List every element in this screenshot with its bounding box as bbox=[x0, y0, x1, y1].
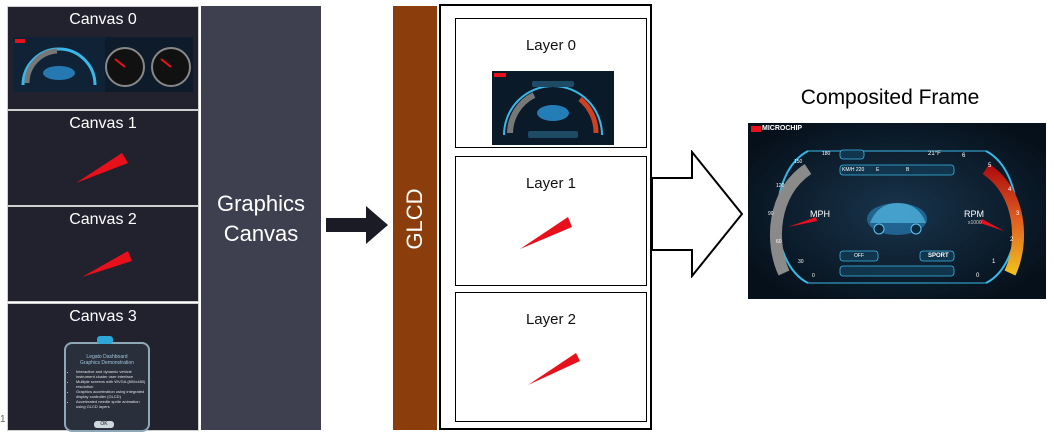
glcd-label: GLCD bbox=[402, 188, 427, 250]
rpm-tick-label: 0 bbox=[976, 273, 980, 279]
canvas-1-needle-sprite bbox=[76, 153, 128, 183]
rpm-label: RPM bbox=[964, 209, 984, 219]
layer-1-needle-sprite bbox=[520, 217, 572, 249]
microchip-brand-text: MICROCHIP bbox=[762, 125, 803, 132]
dialog-bullet: Interactive and dynamic vehicle instrume… bbox=[76, 369, 148, 379]
speed-tick-label: 90 bbox=[768, 211, 774, 217]
layer-stack-container: Layer 0 Layer 1 Layer 2 bbox=[439, 4, 652, 430]
canvas-1-panel: Canvas 1 bbox=[7, 110, 199, 206]
canvas-3-label: Canvas 3 bbox=[69, 308, 137, 325]
dialog-logo-icon bbox=[97, 336, 113, 344]
rpm-tick-label: 4 bbox=[1008, 187, 1012, 193]
speed-tick-label: 180 bbox=[822, 151, 831, 157]
rpm-tick-label: 3 bbox=[1016, 211, 1020, 217]
page-number: 1 bbox=[0, 414, 6, 425]
speed-tick-label: 30 bbox=[798, 259, 804, 265]
canvas-3-panel: Canvas 3 Legato Dashboard Graphics Demon… bbox=[7, 303, 199, 432]
composite-arrow-icon bbox=[651, 150, 744, 278]
gear-b-indicator: B bbox=[906, 167, 910, 173]
dialog-bullet: Multiple screens with WVGA (800x480) res… bbox=[76, 379, 148, 389]
composited-frame-title: Composited Frame bbox=[800, 86, 980, 109]
layer-0-box: Layer 0 bbox=[455, 18, 647, 148]
speed-tick-label: 120 bbox=[776, 183, 785, 189]
canvas-0-label: Canvas 0 bbox=[69, 11, 137, 28]
mph-label: MPH bbox=[810, 209, 830, 219]
layer-0-label: Layer 0 bbox=[525, 37, 577, 54]
canvas-0-panel: Canvas 0 bbox=[7, 6, 199, 110]
graphics-canvas-label: Graphics Canvas bbox=[201, 189, 321, 249]
speed-tick-label: 0 bbox=[812, 273, 815, 279]
glcd-block: GLCD bbox=[393, 6, 437, 430]
rpm-tick-label: 5 bbox=[988, 163, 992, 169]
canvas-0-dashboard-thumbnail bbox=[13, 37, 193, 92]
sport-button-label[interactable]: SPORT bbox=[928, 253, 949, 259]
rpm-tick-label: 1 bbox=[992, 259, 996, 265]
rpm-tick-label: 6 bbox=[962, 153, 966, 159]
canvas-3-info-dialog: Legato Dashboard Graphics Demonstration … bbox=[64, 342, 150, 432]
dialog-bullet: Accelerated needle sprite animation usin… bbox=[76, 399, 148, 409]
dialog-title-line2: Graphics Demonstration bbox=[80, 360, 134, 366]
canvas-2-label: Canvas 2 bbox=[69, 211, 137, 228]
dialog-bullet: Graphics acceleration using integrated d… bbox=[76, 389, 148, 399]
arrow-right-icon bbox=[326, 206, 388, 244]
canvas-2-panel: Canvas 2 bbox=[7, 206, 199, 302]
composited-frame: MICROCHIP MPH RPM x1000 21°F KM/H 220 E … bbox=[748, 123, 1046, 299]
speed-tick-label: 150 bbox=[794, 159, 803, 165]
rpm-tick-label: 2 bbox=[1010, 237, 1014, 243]
canvas-2-needle-sprite bbox=[82, 251, 132, 277]
graphics-canvas-label-line2: Canvas bbox=[223, 221, 299, 246]
rpm-unit-label: x1000 bbox=[968, 220, 982, 226]
off-button-label[interactable]: OFF bbox=[854, 253, 864, 259]
dialog-ok-button[interactable]: OK bbox=[94, 421, 114, 428]
graphics-canvas-label-line1: Graphics bbox=[216, 191, 306, 216]
speed-tick-label: 60 bbox=[776, 239, 782, 245]
layer-1-box: Layer 1 bbox=[455, 156, 647, 286]
graphics-canvas-block: Graphics Canvas bbox=[201, 6, 321, 430]
dialog-title-line1: Legato Dashboard bbox=[86, 354, 128, 360]
dialog-bullet-list: Interactive and dynamic vehicle instrume… bbox=[66, 369, 148, 409]
range-readout: KM/H 220 bbox=[842, 167, 865, 173]
layer-2-needle-sprite bbox=[528, 353, 580, 385]
gear-e-indicator: E bbox=[876, 167, 880, 173]
canvas-1-label: Canvas 1 bbox=[69, 115, 137, 132]
layer-2-box: Layer 2 bbox=[455, 292, 647, 422]
layer-2-label: Layer 2 bbox=[525, 311, 577, 328]
composited-dashboard bbox=[748, 123, 1046, 299]
layer-0-dashboard-thumbnail bbox=[492, 71, 614, 145]
temperature-readout: 21°F bbox=[928, 151, 941, 157]
layer-1-label: Layer 1 bbox=[525, 175, 577, 192]
